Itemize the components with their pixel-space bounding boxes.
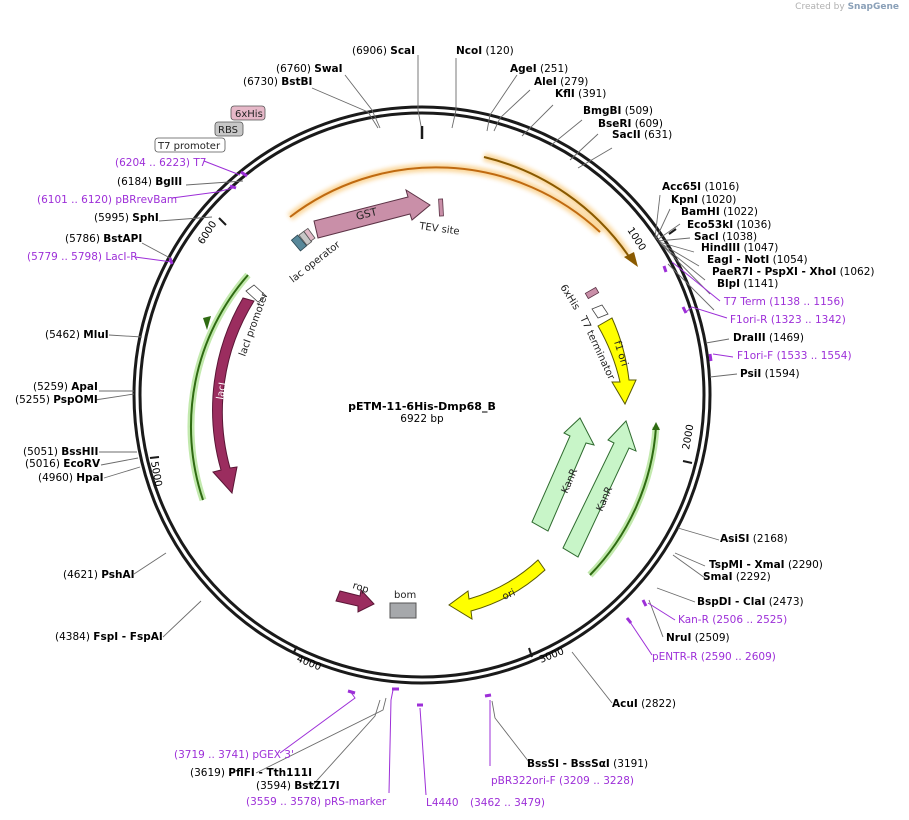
enzyme-site: AgeI (251) <box>510 63 568 75</box>
ori-label: ori <box>501 587 517 602</box>
green-feature-arcs <box>187 272 660 578</box>
orange-feature-arc <box>287 153 638 267</box>
enzyme-site: BseRI (609) <box>598 118 663 130</box>
enzyme-site: AsiSI (2168) <box>720 533 788 545</box>
primer-site: (6204 .. 6223) T7 <box>115 157 206 169</box>
rbs-box-label: RBS <box>218 125 238 136</box>
enzyme-site: KflI (391) <box>555 88 606 100</box>
enzyme-site: BssSI - BssSαI (3191) <box>527 758 648 770</box>
enzyme-site: TspMI - XmaI (2290) <box>709 559 823 571</box>
gst-label: GST <box>355 206 379 223</box>
plasmid-length: 6922 bp <box>400 413 444 425</box>
6xhis-box <box>230 105 266 121</box>
enzyme-site: BamHI (1022) <box>681 206 758 218</box>
snapgene-logo: SnapGene <box>847 2 899 12</box>
ori-feature <box>448 559 546 620</box>
primer-site: (3719 .. 3741) pGEX 3' <box>174 749 294 761</box>
laci-promoter-feature <box>245 284 267 303</box>
features: GST TEV site lac operator lacI promoter … <box>212 188 637 620</box>
enzyme-site: Eco53kI (1036) <box>687 219 771 231</box>
backbone-outer-ring <box>132 105 712 685</box>
enzyme-site: (5259) ApaI <box>33 381 98 393</box>
primer-site: F1ori-R (1323 .. 1342) <box>730 314 846 326</box>
primer-site: Kan-R (2506 .. 2525) <box>678 614 787 626</box>
bom-feature <box>389 602 417 619</box>
boxed-feature-labels: 6xHis RBS T7 promoter <box>154 105 266 153</box>
enzyme-site: (5016) EcoRV <box>25 458 101 470</box>
gst-feature <box>313 188 431 239</box>
6xhis-label-right: 6xHis <box>557 283 581 312</box>
rop-feature <box>335 588 375 613</box>
primer-site: T7 Term (1138 .. 1156) <box>723 296 844 308</box>
enzyme-site: BlpI (1141) <box>717 278 778 290</box>
t7-terminator-feature <box>591 304 609 319</box>
t7-promoter-box-label: T7 promoter <box>157 141 221 152</box>
enzyme-site: Acc65I (1016) <box>662 181 739 193</box>
bom-label: bom <box>394 590 416 601</box>
laci-feature <box>212 297 255 495</box>
enzyme-site: (6184) BglII <box>117 176 182 188</box>
tev-site-label: TEV site <box>418 221 461 238</box>
enzyme-site: (5462) MluI <box>45 329 109 341</box>
f1-ori-feature <box>597 317 637 406</box>
enzyme-site: (5255) PspOMI <box>15 394 98 406</box>
enzyme-site: (6730) BstBI <box>243 76 312 88</box>
primer-labels: (6204 .. 6223) T7 (6101 .. 6120) pBRrevB… <box>27 157 852 809</box>
6xhis-feature-2 <box>584 286 600 300</box>
enzyme-site: (6906) ScaI <box>352 45 415 57</box>
enzyme-site: PsiI (1594) <box>740 368 800 380</box>
enzyme-site: (3594) BstZ17I <box>256 780 340 792</box>
tev-site-feature <box>438 198 444 217</box>
primer-site: pBR322ori-F (3209 .. 3228) <box>491 775 634 787</box>
leader-lines <box>94 55 738 788</box>
snapgene-credit: Created by SnapGene <box>795 2 899 12</box>
kanr-feature-2 <box>562 420 637 558</box>
enzyme-site: (4621) PshAI <box>63 569 135 581</box>
enzyme-site: AcuI (2822) <box>612 698 676 710</box>
enzyme-site: (4960) HpaI <box>38 472 104 484</box>
lac-operator-feature <box>290 234 308 252</box>
primer-site: F1ori-F (1533 .. 1554) <box>737 350 852 362</box>
primer-site: (6101 .. 6120) pBRrevBam <box>37 194 177 206</box>
tick-label-5000: 5000 <box>148 461 163 488</box>
enzyme-site: NruI (2509) <box>666 632 730 644</box>
enzyme-site: NcoI (120) <box>456 45 514 57</box>
rop-label: rop <box>351 580 370 596</box>
enzyme-site: (5995) SphI <box>94 212 159 224</box>
enzyme-labels: (6906) ScaI NcoI (120) (6760) SwaI (6730… <box>15 45 875 792</box>
enzyme-site: (6760) SwaI <box>276 63 343 75</box>
primer-site: (3559 .. 3578) pRS-marker <box>246 796 387 808</box>
enzyme-site: KpnI (1020) <box>671 194 736 206</box>
rbs-box <box>214 121 244 137</box>
enzyme-site: AleI (279) <box>534 76 588 88</box>
enzyme-site: EagI - NotI (1054) <box>707 254 808 266</box>
plasmid-name: pETM-11-6His-Dmp68_B <box>348 400 496 413</box>
t7-promoter-box <box>154 137 226 153</box>
enzyme-site: (4384) FspI - FspAI <box>55 631 163 643</box>
enzyme-site: SacII (631) <box>612 129 672 141</box>
primer-site: pENTR-R (2590 .. 2609) <box>652 651 776 663</box>
primer-markers <box>168 170 713 707</box>
6xhis-feature <box>303 227 316 242</box>
primer-site: L4440 <box>426 797 459 809</box>
6xhis-box-label: 6xHis <box>235 109 263 120</box>
enzyme-site: (3619) PflFI - Tth111I <box>190 767 312 779</box>
enzyme-site: SacI (1038) <box>694 231 757 243</box>
enzyme-site: BmgBI (509) <box>583 105 653 117</box>
enzyme-site: SmaI (2292) <box>703 571 771 583</box>
primer-site: (5779 .. 5798) LacI-R <box>27 251 138 263</box>
tick-label-2000: 2000 <box>681 424 696 451</box>
kanr-feature-1 <box>531 417 595 532</box>
enzyme-site: BspDI - ClaI (2473) <box>697 596 804 608</box>
enzyme-site: (5051) BssHII <box>23 446 98 458</box>
laci-label: lacI <box>215 382 229 401</box>
enzyme-site: (5786) BstAPI <box>65 233 142 245</box>
primer-site: (3462 .. 3479) <box>470 797 545 809</box>
enzyme-site: HindIII (1047) <box>701 242 778 254</box>
enzyme-site: DraIII (1469) <box>733 332 804 344</box>
backbone-inner-ring <box>138 111 706 679</box>
enzyme-site: PaeR7I - PspXI - XhoI (1062) <box>712 266 875 278</box>
